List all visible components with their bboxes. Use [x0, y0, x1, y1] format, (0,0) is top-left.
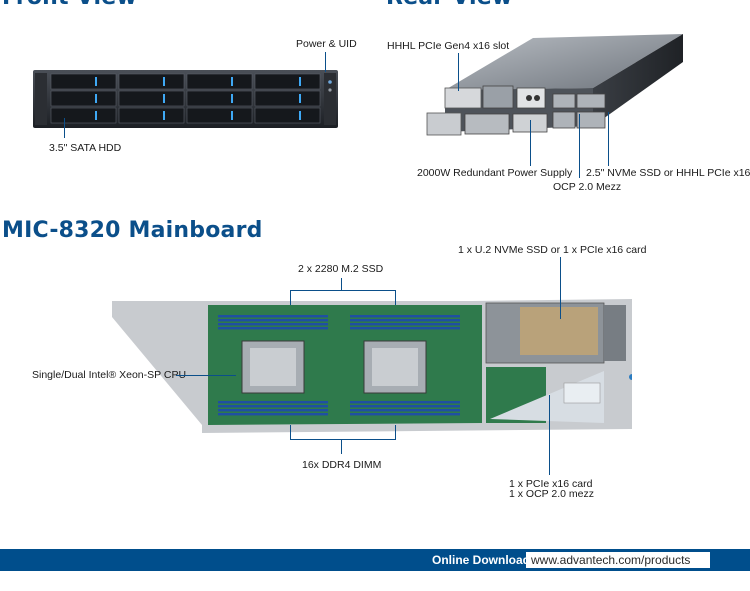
hdd-bay [50, 90, 117, 107]
online-download-label: Online Download [432, 553, 530, 567]
m2-leader [341, 278, 342, 290]
hdd-led [163, 77, 165, 86]
hdd-bay [118, 90, 185, 107]
pcie-slot-leader [458, 53, 459, 91]
dimm-slot [218, 315, 328, 318]
ocp-leader [579, 114, 580, 178]
dimm-slot [218, 319, 328, 322]
dimm-slot [350, 409, 460, 412]
rear-view-heading: Rear View [386, 0, 512, 10]
dimm-slot [218, 327, 328, 330]
psu-leader [530, 120, 531, 166]
dimm-slot [350, 327, 460, 330]
dimm-slot [350, 323, 460, 326]
hdd-led [95, 94, 97, 103]
hdd-bay [50, 73, 117, 90]
u2-leader [560, 257, 561, 319]
dimm-slot [218, 409, 328, 412]
hdd-led [231, 94, 233, 103]
dimm-slot [218, 405, 328, 408]
dimm-slot [350, 401, 460, 404]
hdd-bay [50, 107, 117, 124]
hdd-led [231, 111, 233, 120]
dimm-slot [350, 413, 460, 416]
m2-bracket [290, 290, 396, 305]
hdd-led [299, 94, 301, 103]
download-url-link[interactable]: www.advantech.com/products [531, 553, 691, 567]
hdd-bay [254, 73, 321, 90]
hdd-bay [186, 107, 253, 124]
hdd-label: 3.5" SATA HDD [49, 142, 122, 154]
nvme-leader [608, 112, 609, 166]
hdd-led [299, 77, 301, 86]
hdd-led [299, 111, 301, 120]
nvme-label: 2.5" NVMe SSD or HHHL PCIe x16 [586, 167, 750, 179]
hdd-led [163, 111, 165, 120]
hdd-bay [186, 90, 253, 107]
url-box[interactable]: www.advantech.com/products [526, 552, 710, 568]
power-uid-label: Power & UID [296, 38, 357, 50]
cpu-leader [176, 375, 236, 376]
dimm-label: 16x DDR4 DIMM [302, 459, 382, 471]
dimm-slot [350, 319, 460, 322]
hdd-bay [186, 73, 253, 90]
pcie-slot-label: HHHL PCIe Gen4 x16 slot [387, 40, 510, 52]
m2-label: 2 x 2280 M.2 SSD [298, 263, 384, 275]
power-uid-leader [325, 52, 326, 72]
ocp-label: OCP 2.0 Mezz [553, 181, 622, 193]
mainboard-heading: MIC-8320 Mainboard [2, 218, 263, 243]
dimm-leader [341, 440, 342, 454]
dimm-slot [218, 323, 328, 326]
dimm-slot [350, 315, 460, 318]
dimm-slot [218, 413, 328, 416]
hdd-bay [254, 107, 321, 124]
hdd-bay [118, 73, 185, 90]
cpu-label: Single/Dual Intel® Xeon-SP CPU [32, 369, 187, 381]
ocp-mezz-label: 1 x OCP 2.0 mezz [509, 488, 595, 500]
footer-bar: Online Download www.advantech.com/produc… [0, 549, 750, 571]
hdd-led [163, 94, 165, 103]
dimm-slot [350, 405, 460, 408]
pcie-card-label: 1 x PCIe x16 card [509, 478, 593, 490]
dimm-slot [218, 401, 328, 404]
u2-label: 1 x U.2 NVMe SSD or 1 x PCIe x16 card [458, 244, 647, 256]
pcie-card-leader [549, 395, 550, 475]
dimm-bracket [290, 425, 396, 440]
mainboard-image [112, 299, 632, 433]
hdd-bay [254, 90, 321, 107]
hdd-leader [64, 118, 65, 138]
hdd-bay [118, 107, 185, 124]
rear-chassis-image [426, 34, 683, 136]
hdd-led [95, 77, 97, 86]
hdd-led [95, 111, 97, 120]
psu-label: 2000W Redundant Power Supply [417, 167, 573, 179]
hdd-led [231, 77, 233, 86]
front-view-heading: Front View [2, 0, 137, 10]
front-chassis-image [33, 70, 338, 128]
